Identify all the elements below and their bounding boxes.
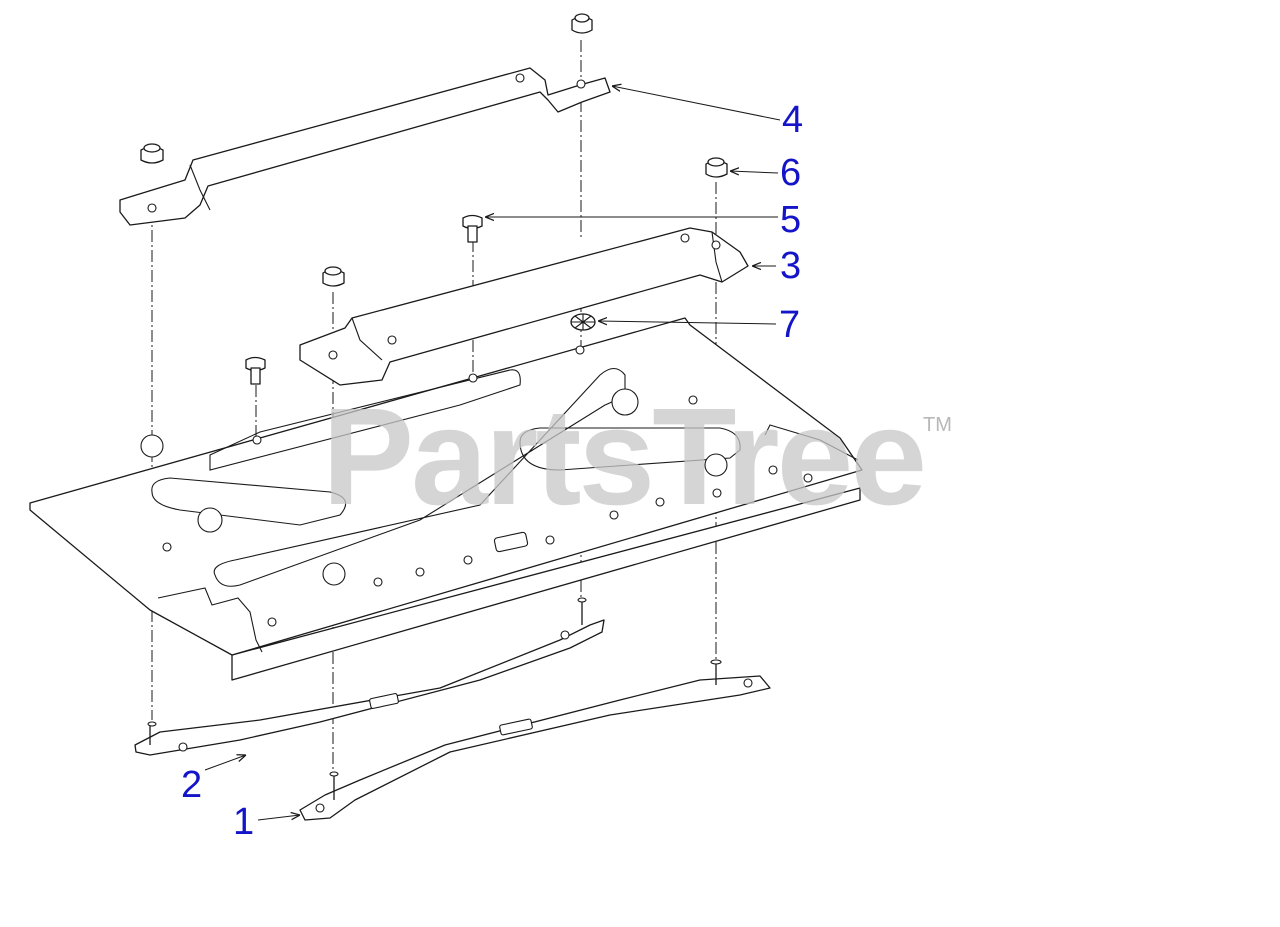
hex-nut-icon	[140, 13, 728, 287]
callout-5[interactable]: 5	[780, 199, 802, 241]
callout-leaders	[204, 86, 781, 821]
callout-7[interactable]: 7	[779, 304, 801, 346]
rail-part-2	[134, 597, 605, 756]
grommet-icon	[570, 313, 596, 331]
partstree-watermark: PartsTree	[322, 380, 927, 534]
callout-1[interactable]: 1	[233, 801, 255, 843]
trademark-mark: TM	[923, 414, 952, 436]
callout-3[interactable]: 3	[780, 245, 802, 287]
grommet-on-plate	[140, 434, 728, 586]
bracket-part-3	[299, 227, 749, 386]
mounting-holes	[162, 345, 813, 627]
callout-6[interactable]: 6	[780, 152, 802, 194]
bracket-part-4	[119, 67, 611, 226]
callout-4[interactable]: 4	[782, 99, 804, 141]
callout-2[interactable]: 2	[181, 764, 203, 806]
rail-part-1	[299, 659, 771, 821]
deck-cover-plate	[29, 317, 863, 681]
bolt-icon	[245, 214, 483, 385]
